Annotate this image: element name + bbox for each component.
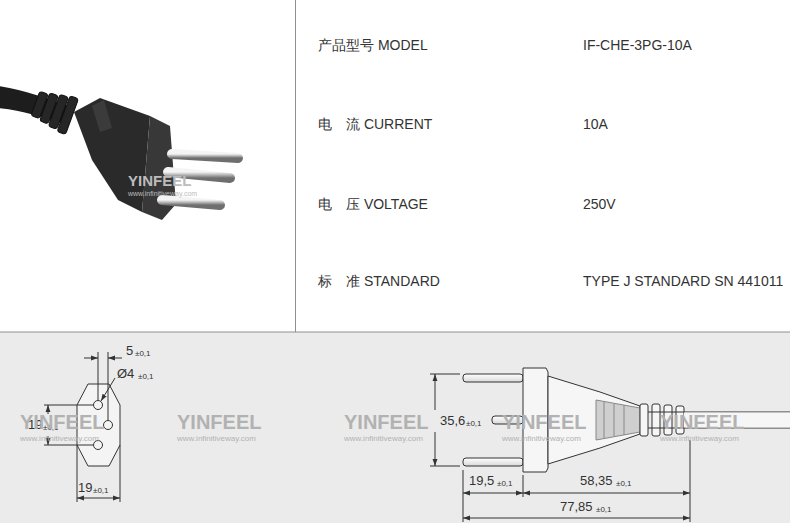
- dimension: 19: [78, 481, 92, 496]
- side-view: [463, 368, 790, 472]
- watermark-url: www.infinitiveway.com: [502, 434, 581, 443]
- tolerance: ±0,1: [93, 486, 109, 495]
- divider: [295, 0, 296, 332]
- dimension: 35,6: [440, 414, 465, 429]
- dimension: 5: [126, 344, 133, 359]
- divider: [0, 332, 790, 333]
- tolerance: ±0,1: [596, 505, 612, 514]
- spec-value: TYPE J STANDARD SN 441011: [583, 273, 783, 289]
- lower-panel: [0, 332, 790, 523]
- watermark: YINFEEL: [177, 411, 261, 434]
- watermark-url: www.infinitiveway.com: [20, 434, 99, 443]
- tolerance: ±0,1: [497, 479, 513, 488]
- side-dimensions: [430, 374, 690, 522]
- watermark-url: www.infinitiveway.com: [177, 434, 256, 443]
- watermark-url: www.infinitiveway.com: [660, 434, 739, 443]
- spec-label: 电 流 CURRENT: [318, 116, 432, 132]
- spec-label: 电 压 VOLTAGE: [318, 196, 428, 212]
- tolerance: ±0,1: [616, 479, 632, 488]
- dimension: Ø4: [117, 367, 134, 382]
- plug-photo: [0, 86, 238, 220]
- watermark: YINFEEL: [502, 411, 586, 434]
- dimension: 58,35: [580, 474, 613, 489]
- spec-value: 10A: [583, 116, 608, 132]
- spec-value: IF-CHE-3PG-10A: [583, 37, 692, 53]
- tolerance: ±0,1: [135, 349, 151, 358]
- watermark-url: www.infinitiveway.com: [344, 434, 423, 443]
- watermark: YINFEEL: [20, 411, 104, 434]
- spec-label: 标 准 STANDARD: [318, 273, 440, 289]
- spec-value: 250V: [583, 196, 616, 212]
- watermark-url: www.infinitiveway.com: [128, 190, 197, 198]
- tolerance: ±0,1: [138, 372, 154, 381]
- watermark: YINFEEL: [660, 411, 744, 434]
- spec-label: 产品型号 MODEL: [318, 37, 428, 53]
- dimension: 77,85: [560, 500, 593, 515]
- watermark: YINFEEL: [128, 172, 191, 189]
- dimension: 19,5: [469, 474, 494, 489]
- tolerance: ±0,1: [466, 419, 482, 428]
- watermark: YINFEEL: [344, 411, 428, 434]
